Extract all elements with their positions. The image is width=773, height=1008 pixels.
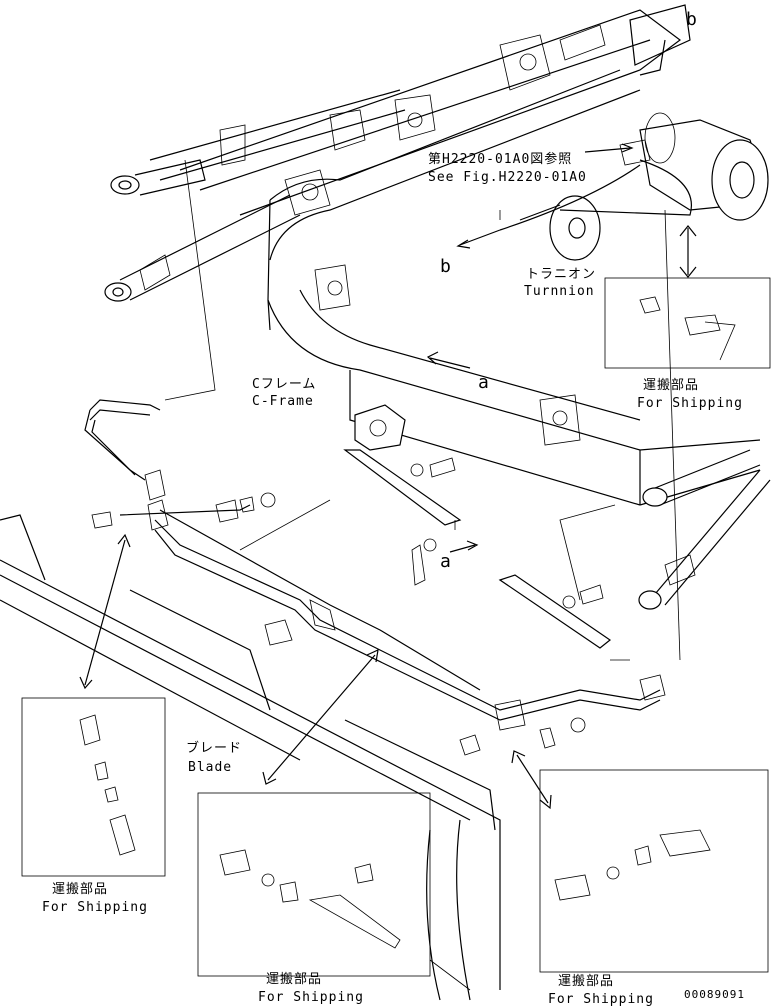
- arrows: [79, 143, 697, 810]
- text-labels: b b a a 第H2220-01A0図参照 See Fig.H2220-01A…: [42, 9, 745, 1007]
- blade-en-label: Blade: [188, 760, 232, 775]
- ref-b-left-label: b: [440, 256, 451, 277]
- c-frame: [267, 69, 771, 610]
- shipping-jp-top-right: 運搬部品: [643, 378, 699, 393]
- trunnion-jp-label: トラニオン: [526, 267, 596, 282]
- trunnion-en-label: Turnnion: [524, 284, 595, 299]
- shipping-jp-left: 運搬部品: [52, 882, 108, 897]
- drawing-number: 00089091: [684, 988, 745, 1001]
- shipping-jp-bottom-center: 運搬部品: [266, 972, 322, 987]
- cframe-en-label: C-Frame: [252, 394, 314, 409]
- callout-box-bottom-center: [197, 792, 431, 977]
- leader-lines: [164, 159, 681, 661]
- ref-b-top-label: b: [686, 9, 697, 30]
- see-fig-en-label: See Fig.H2220-01A0: [428, 170, 587, 185]
- shipping-en-bottom-center: For Shipping: [258, 990, 364, 1005]
- callout-box-bottom-right: [539, 769, 769, 973]
- callout-box-left: [21, 697, 166, 877]
- hydraulic-lines: [84, 399, 666, 756]
- brackets: [343, 449, 612, 649]
- upper-arm-assembly: [104, 4, 691, 302]
- shipping-en-left: For Shipping: [42, 900, 148, 915]
- trunnion-assembly: [499, 112, 769, 261]
- cframe-jp-label: Cフレーム: [252, 377, 316, 392]
- blade: [0, 514, 501, 1001]
- callout-box-top-right: [604, 277, 771, 369]
- blade-jp-label: ブレード: [186, 740, 242, 756]
- ref-a-center-label: a: [440, 551, 451, 572]
- shipping-jp-bottom-right: 運搬部品: [558, 974, 614, 989]
- shipping-en-top-right: For Shipping: [637, 396, 743, 411]
- ref-a-right-label: a: [478, 372, 489, 393]
- shipping-en-bottom-right: For Shipping: [548, 992, 654, 1007]
- see-fig-jp-label: 第H2220-01A0図参照: [428, 151, 572, 167]
